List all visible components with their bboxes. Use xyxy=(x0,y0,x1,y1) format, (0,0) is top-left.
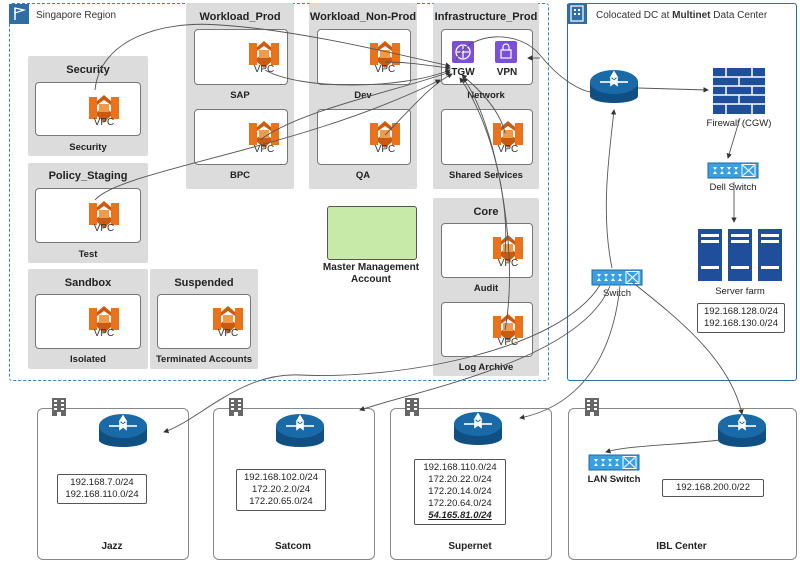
ip-entry: 172.20.64.0/24 xyxy=(428,498,492,509)
router-icon xyxy=(453,411,503,446)
building-icon xyxy=(229,398,243,416)
building-icon xyxy=(52,398,66,416)
vpc-label: VPC xyxy=(374,144,396,155)
colocated-dc-label: Colocated DC at Multinet Data Center xyxy=(596,10,767,21)
account-footer: Log Archive xyxy=(458,362,514,373)
site-ip-list: 192.168.102.0/24 172.20.2.0/24 172.20.65… xyxy=(236,469,326,511)
account-workload-nonprod: Workload_Non-Prod VPC Dev VPC QA xyxy=(309,3,417,189)
ip-entry: 172.20.22.0/24 xyxy=(428,474,492,485)
building-icon xyxy=(567,4,587,24)
site-name: Supernet xyxy=(448,541,492,552)
region-flag-icon xyxy=(9,4,29,24)
router-icon xyxy=(717,413,767,448)
ip-entry: 192.168.200.0/22 xyxy=(676,482,750,493)
router-icon xyxy=(275,413,325,448)
account-title: Workload_Non-Prod xyxy=(309,11,417,23)
vpc-label: VPC xyxy=(93,328,115,339)
switch-label: Switch xyxy=(603,288,631,299)
account-title: Policy_Staging xyxy=(48,170,128,182)
vpc-label: VPC xyxy=(93,117,115,128)
colocated-bold: Multinet xyxy=(672,10,711,21)
firewall-label: Firewall (CGW) xyxy=(706,118,772,129)
dell-switch-icon xyxy=(707,162,759,179)
vpc-label: VPC xyxy=(374,64,396,75)
account-footer: Test xyxy=(78,249,98,260)
account-footer: Dev xyxy=(354,90,372,101)
account-infrastructure-prod: Infrastructure_Prod TGW VPN Network VPC … xyxy=(433,3,539,189)
dell-switch-label: Dell Switch xyxy=(709,182,757,193)
server-farm-ip-list: 192.168.128.0/24 192.168.130.0/24 xyxy=(697,303,785,333)
account-title: Security xyxy=(66,64,110,76)
site-name: IBL Center xyxy=(656,541,707,552)
account-footer: Security xyxy=(69,142,107,153)
account-footer: Audit xyxy=(473,283,499,294)
vpc-label: VPC xyxy=(253,144,275,155)
account-footer: QA xyxy=(355,170,371,181)
ip-entry: 192.168.110.0/24 xyxy=(65,489,139,500)
tgw-icon xyxy=(452,41,474,63)
ip-entry: 192.168.130.0/24 xyxy=(704,318,778,329)
account-workload-prod: Workload_Prod VPC SAP VPC BPC xyxy=(186,3,294,189)
firewall-icon xyxy=(713,68,765,114)
ip-entry: 192.168.128.0/24 xyxy=(704,306,778,317)
account-security: Security VPC Security xyxy=(28,56,148,156)
site-ip-list: 192.168.110.0/24 172.20.22.0/24 172.20.1… xyxy=(414,459,506,525)
site-name: Jazz xyxy=(101,541,123,552)
router-icon xyxy=(98,413,148,448)
ip-entry: 192.168.110.0/24 xyxy=(423,462,497,473)
account-footer: Network xyxy=(467,90,505,101)
ip-entry: 192.168.7.0/24 xyxy=(70,477,134,488)
account-suspended: Suspended VPC Terminated Accounts xyxy=(150,269,258,369)
account-policy-staging: Policy_Staging VPC Test xyxy=(28,163,148,263)
account-title: Sandbox xyxy=(64,277,112,289)
vpc-label: VPC xyxy=(497,258,519,269)
vpc-label: VPC xyxy=(497,337,519,348)
ip-entry: 192.168.102.0/24 xyxy=(244,472,318,483)
site-name: Satcom xyxy=(274,541,312,552)
building-icon xyxy=(585,398,599,416)
account-title: Infrastructure_Prod xyxy=(434,11,538,23)
colocated-prefix: Colocated DC at xyxy=(596,10,673,21)
vpc-label: VPC xyxy=(217,328,239,339)
account-title: Workload_Prod xyxy=(199,11,281,23)
account-footer: BPC xyxy=(229,170,251,181)
account-sandbox: Sandbox VPC Isolated xyxy=(28,269,148,369)
account-footer: Isolated xyxy=(70,354,106,365)
ip-entry: 172.20.14.0/24 xyxy=(428,486,492,497)
region-label: Singapore Region xyxy=(36,10,117,21)
account-footer: Terminated Accounts xyxy=(155,354,253,365)
vpn-icon xyxy=(495,41,517,63)
building-icon xyxy=(405,398,419,416)
site-ip-list: 192.168.7.0/24 192.168.110.0/24 xyxy=(57,474,147,504)
account-footer: Shared Services xyxy=(449,170,523,181)
colocated-suffix: Data Center xyxy=(710,10,768,21)
vpc-label: VPC xyxy=(93,223,115,234)
master-account-label-line1: Master Management xyxy=(322,262,420,273)
ip-entry: 172.20.65.0/24 xyxy=(249,496,313,507)
vpc-container xyxy=(35,294,141,349)
master-account-box xyxy=(327,206,417,260)
tgw-label: TGW xyxy=(451,67,475,78)
ip-entry: 172.20.2.0/24 xyxy=(251,484,311,495)
ip-entry: 54.165.81.0/24 xyxy=(428,510,492,521)
master-account-label-line2: Account xyxy=(351,274,391,285)
vpc-label: VPC xyxy=(497,144,519,155)
account-core: Core VPC Audit VPC Log Archive xyxy=(433,198,539,376)
server-farm-icon xyxy=(696,227,784,283)
switch-icon xyxy=(591,269,643,286)
vpc-label: VPC xyxy=(253,64,275,75)
router-icon xyxy=(589,69,639,104)
lan-switch-label: LAN Switch xyxy=(587,474,641,485)
site-ip-list: 192.168.200.0/22 xyxy=(662,479,764,497)
account-title: Suspended xyxy=(174,277,234,289)
lan-switch-icon xyxy=(588,454,640,471)
account-title: Core xyxy=(473,206,499,218)
account-footer: SAP xyxy=(230,90,250,101)
vpn-label: VPN xyxy=(496,67,518,78)
server-farm-label: Server farm xyxy=(715,286,765,297)
